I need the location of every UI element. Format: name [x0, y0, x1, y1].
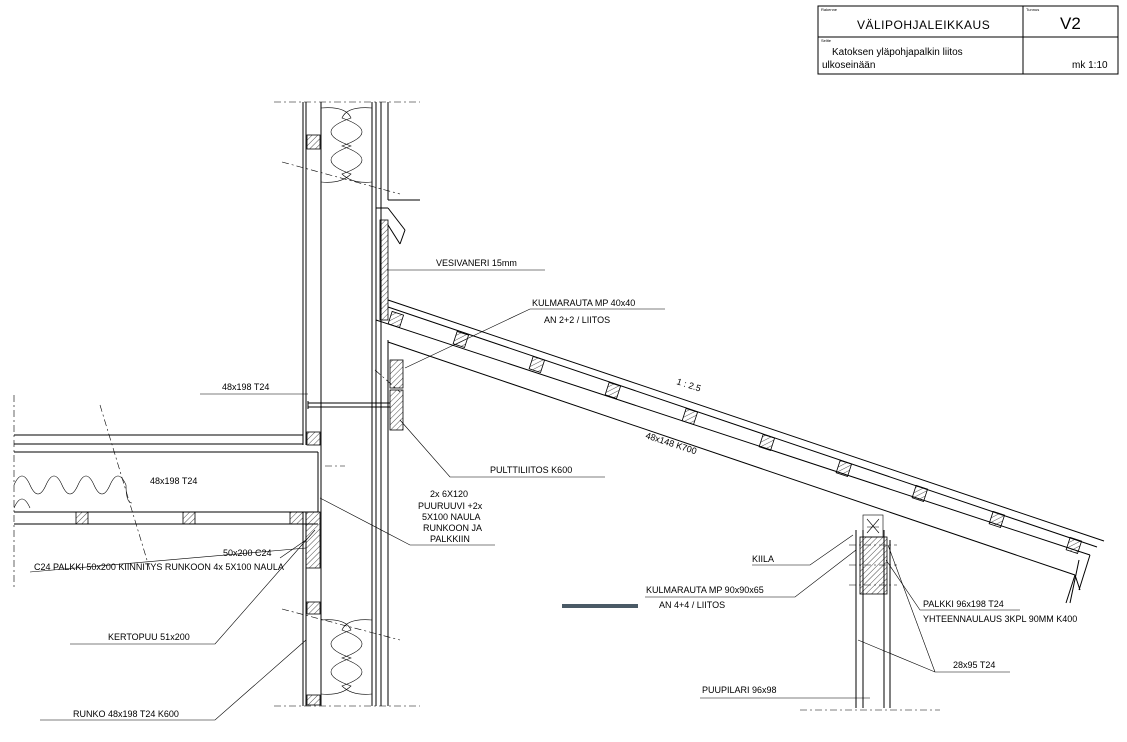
- description-line-2: ulkoseinään: [822, 60, 875, 71]
- code-field-label: Tunnus: [1026, 7, 1039, 12]
- label-beam-top: 48x198 T24: [222, 382, 269, 392]
- label-batten: 28x95 T24: [953, 660, 995, 670]
- labels: VESIVANERI 15mm KULMARAUTA MP 40x40 AN 2…: [34, 258, 1077, 719]
- label-kulmarauta-1: KULMARAUTA MP 40x40: [532, 298, 635, 308]
- label-rafter: 48x148 K700: [644, 430, 698, 456]
- label-nail-1: 2x 6X120: [430, 489, 468, 499]
- floor-structure: [13, 395, 321, 590]
- drawing-code: V2: [1060, 14, 1081, 33]
- label-ledger: 50x200 C24: [223, 548, 272, 558]
- plywood-panel: [379, 219, 389, 321]
- label-nail-5: PALKKIIN: [430, 534, 470, 544]
- label-kulmarauta-1-detail: AN 2+2 / LIITOS: [544, 315, 610, 325]
- label-nail-4: RUNKOON JA: [423, 523, 482, 533]
- label-pulttiliitos: PULTTILIITOS K600: [490, 465, 572, 475]
- label-palkki: PALKKI 96x198 T24: [923, 599, 1004, 609]
- accent-bar: [562, 604, 638, 608]
- exterior-wall: [274, 101, 420, 707]
- label-runko: RUNKO 48x198 T24 K600: [73, 709, 179, 719]
- label-kulmarauta-2-detail: AN 4+4 / LIITOS: [659, 600, 725, 610]
- drawing-title: VÄLIPOHJALEIKKAUS: [857, 18, 990, 32]
- label-nail-3: 5X100 NAULA: [422, 512, 481, 522]
- title-field-label: Rakenne: [821, 7, 838, 12]
- leader-lines: [29, 269, 1020, 721]
- label-nail-2: PUURUUVI +2x: [418, 501, 483, 511]
- label-palkki-nailing: YHTEENNAULAUS 3KPL 90MM K400: [923, 614, 1077, 624]
- label-beam-floor: 48x198 T24: [150, 476, 197, 486]
- title-block: Rakenne VÄLIPOHJALEIKKAUS Tunnus V2 Seli…: [817, 5, 1119, 75]
- label-kiila: KIILA: [752, 554, 774, 564]
- label-vesivaneri: VESIVANERI 15mm: [436, 258, 517, 268]
- wall-insulation-top: [320, 107, 373, 183]
- wood-post: [800, 514, 940, 711]
- label-kertopuu: KERTOPUU 51x200: [108, 632, 190, 642]
- label-kulmarauta-2: KULMARAUTA MP 90x90x65: [646, 585, 764, 595]
- wall-insulation-bottom: [320, 619, 373, 695]
- roof-rafter: [307, 299, 1105, 604]
- description-field-label: Selite: [821, 38, 832, 43]
- label-slope: 1 : 2.5: [675, 376, 702, 393]
- drawing-scale: mk 1:10: [1072, 60, 1108, 71]
- label-puupilari: PUUPILARI 96x98: [702, 685, 777, 695]
- description-line-1: Katoksen yläpohjapalkin liitos: [832, 47, 963, 58]
- label-c24-note: C24 PALKKI 50x200 KIINNITYS RUNKOON 4x 5…: [34, 562, 284, 572]
